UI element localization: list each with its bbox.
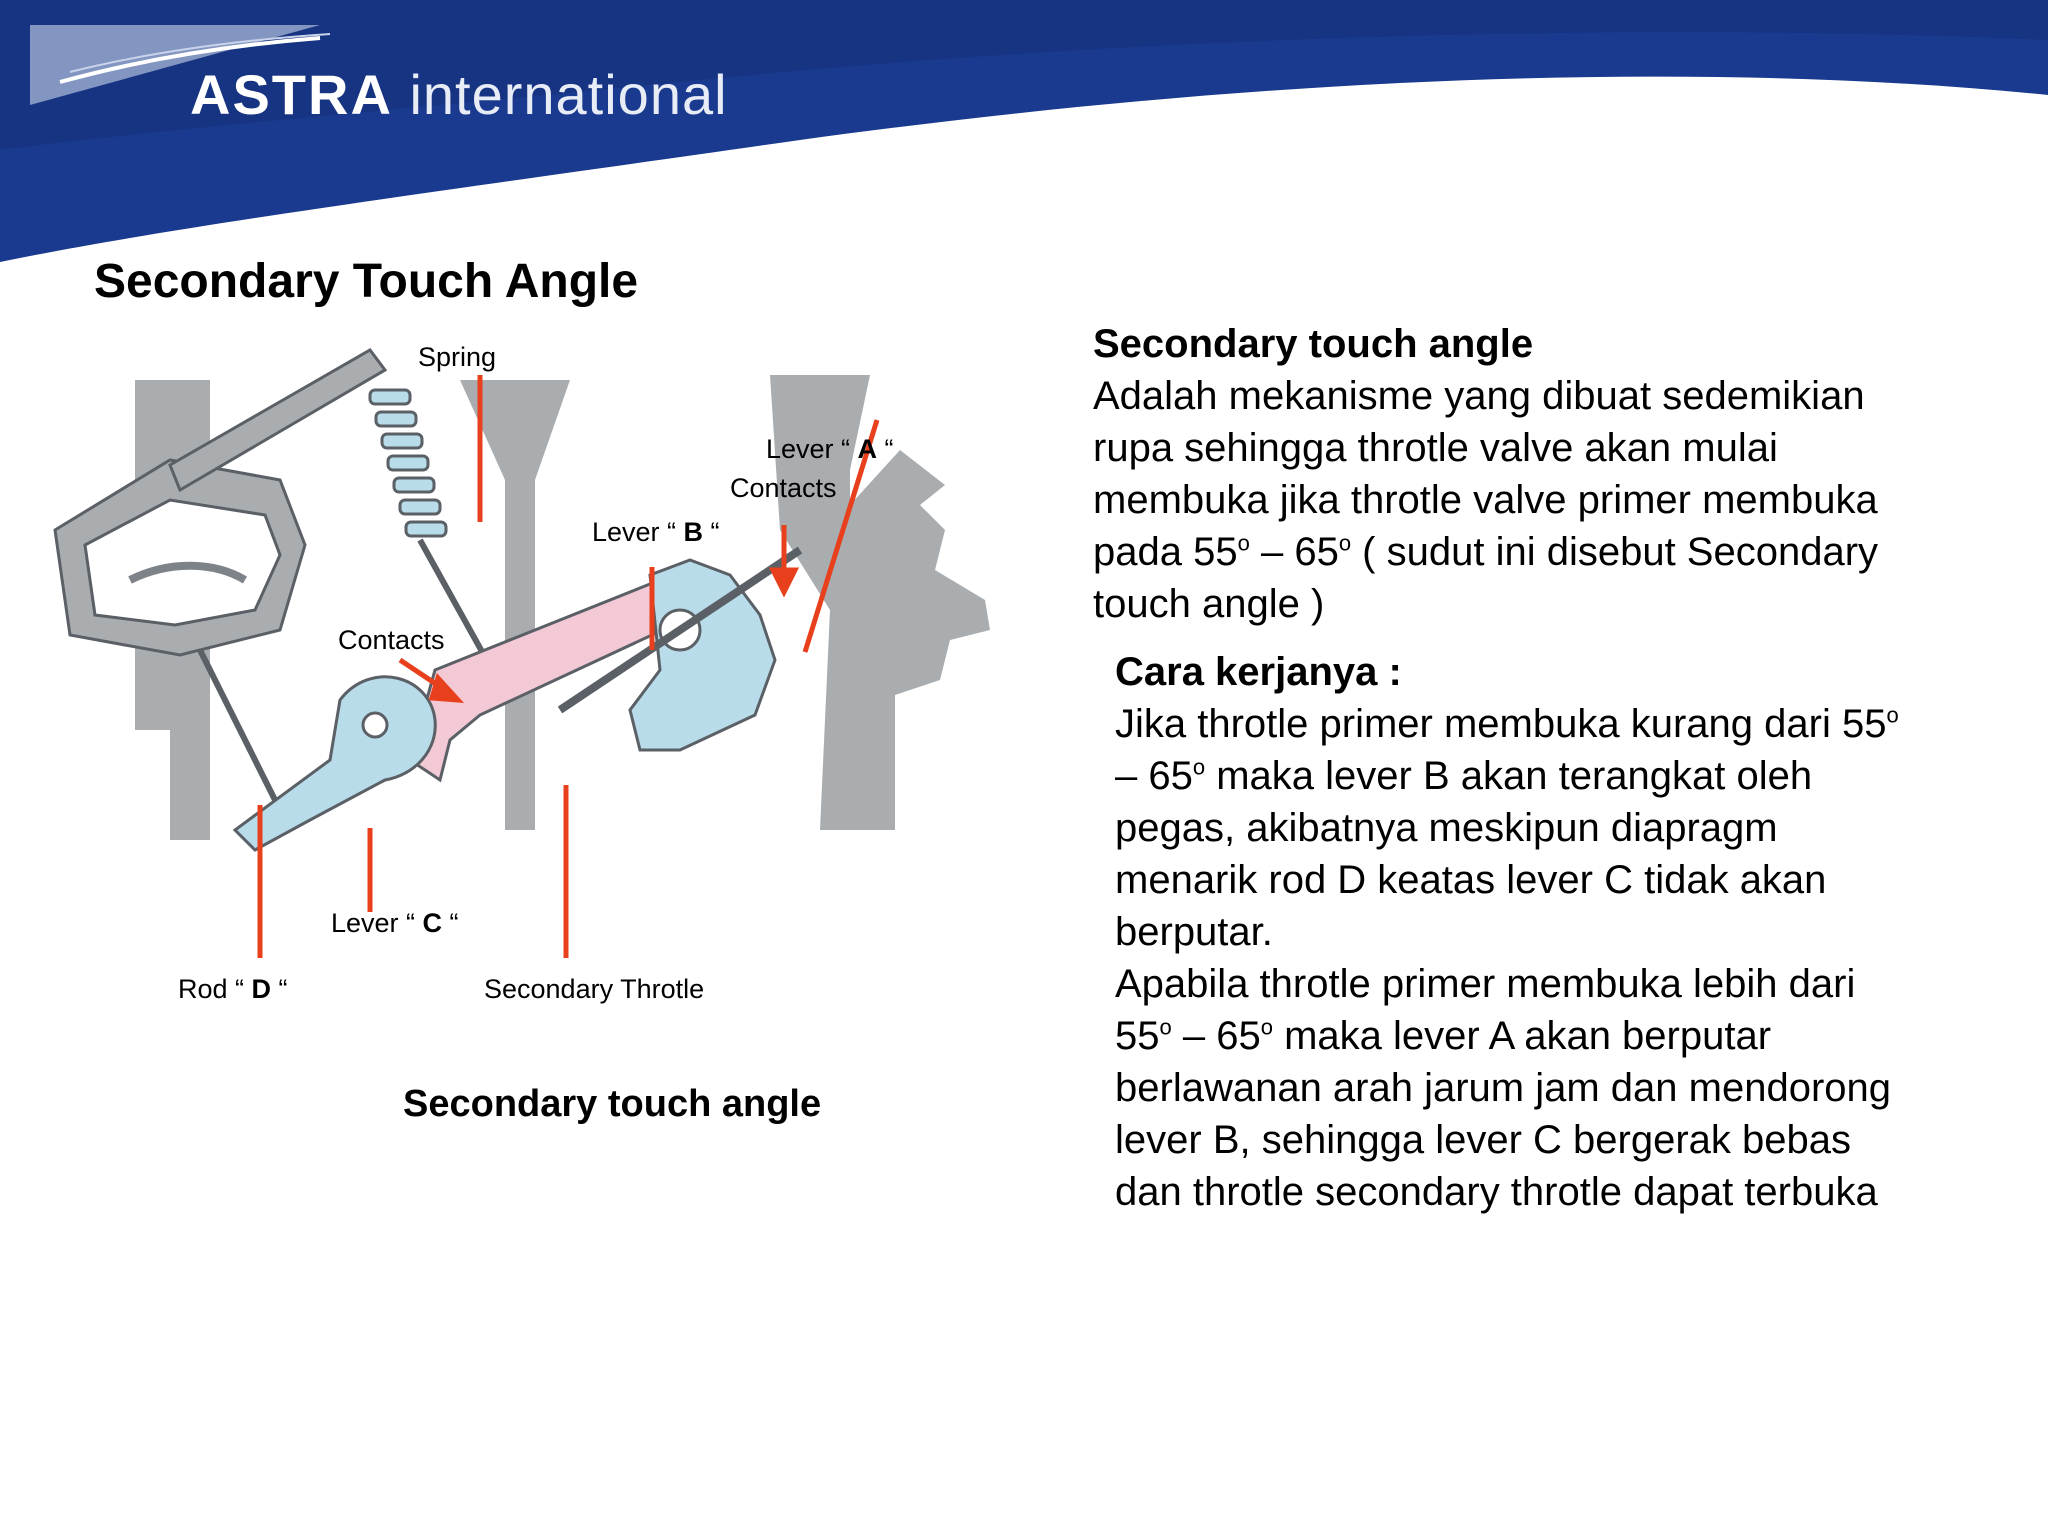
degree-mark: o <box>1159 1014 1172 1040</box>
brand-name: ASTRA <box>190 63 393 126</box>
how-line: pegas, akibatnya meskipun diapragm <box>1115 806 1778 850</box>
brand-suffix: international <box>409 63 728 126</box>
text-run: – 65 <box>1249 530 1339 574</box>
definition-line: Adalah mekanisme yang dibuat sedemikian <box>1093 374 1865 418</box>
label-rod-d-key: D <box>251 974 272 1004</box>
label-lever-a-key: A <box>857 434 878 464</box>
text-run: maka lever A akan berputar <box>1272 1014 1772 1058</box>
definition-line: membuka jika throtle valve primer membuk… <box>1093 478 1878 522</box>
label-rod-d: Rod “ D “ <box>178 974 288 1005</box>
how-line: berlawanan arah jarum jam dan mendorong <box>1115 1066 1892 1110</box>
pointer-lines <box>257 375 880 958</box>
arrow-contacts-mid <box>428 673 465 703</box>
link-rod <box>168 348 388 493</box>
label-contacts-top: Contacts <box>730 473 837 503</box>
header-band <box>0 0 2048 262</box>
degree-mark: o <box>1338 530 1352 556</box>
text-run: pada 55 <box>1093 530 1238 574</box>
label-lever-a-suffix: “ <box>877 434 894 464</box>
label-rod-d-prefix: Rod “ <box>178 974 252 1004</box>
how-line: Apabila throtle primer membuka lebih dar… <box>1115 962 1856 1006</box>
definition-line: pada 55o – 65o ( sudut ini disebut Secon… <box>1093 526 1993 578</box>
how-line: lever B, sehingga lever C bergerak bebas <box>1115 1118 1851 1162</box>
arrow-contacts-top <box>768 567 800 598</box>
center-body-column <box>460 380 570 830</box>
text-run: maka lever B akan terangkat oleh <box>1205 754 1813 798</box>
text-run: Jika throtle primer membuka kurang dari … <box>1115 702 1887 746</box>
text-run: – 65 <box>1171 1014 1261 1058</box>
astra-logo-mark <box>30 25 331 105</box>
degree-mark: o <box>1192 754 1206 780</box>
how-it-works-heading: Cara kerjanya : <box>1115 650 1402 694</box>
definition-heading: Secondary touch angle <box>1093 322 1534 366</box>
label-rod-d-suffix: “ <box>271 974 288 1004</box>
definition-line: rupa sehingga throtle valve akan mulai <box>1093 426 1778 470</box>
right-body-column <box>770 375 990 830</box>
label-spring: Spring <box>418 342 497 372</box>
label-lever-c-key: C <box>422 908 443 938</box>
carburetor-diagram <box>53 348 990 958</box>
how-line: dan throtle secondary throtle dapat terb… <box>1115 1170 1878 1214</box>
degree-mark: o <box>1260 1014 1273 1040</box>
lever-a-shape <box>628 558 777 752</box>
lever-c-shape <box>232 675 437 852</box>
label-lever-b: Lever “ B “ <box>592 517 720 548</box>
degree-mark: o <box>1237 530 1250 556</box>
diagram-caption: Secondary touch angle <box>403 1083 822 1125</box>
pointer-lever-a <box>802 419 880 653</box>
how-line: – 65o maka lever B akan terangkat oleh <box>1115 750 2015 802</box>
label-lever-b-suffix: “ <box>703 517 720 547</box>
label-lever-a-prefix: Lever “ <box>766 434 858 464</box>
how-line: berputar. <box>1115 910 1273 954</box>
page-title: Secondary Touch Angle <box>94 255 639 308</box>
label-lever-c-prefix: Lever “ <box>331 908 423 938</box>
text-run: 55 <box>1115 1014 1160 1058</box>
how-line: menarik rod D keatas lever C tidak akan <box>1115 858 1827 902</box>
label-lever-b-key: B <box>683 517 704 547</box>
how-line: 55o – 65o maka lever A akan berputar <box>1115 1010 2015 1062</box>
label-lever-a: Lever “ A “ <box>766 434 894 465</box>
spring-shape <box>368 388 448 538</box>
label-lever-c-suffix: “ <box>442 908 459 938</box>
how-line: Jika throtle primer membuka kurang dari … <box>1115 698 2015 750</box>
degree-mark: o <box>1886 702 1899 728</box>
text-run: – 65 <box>1115 754 1193 798</box>
astra-logo-text: ASTRA international <box>190 62 728 127</box>
label-lever-c: Lever “ C “ <box>331 908 459 939</box>
label-contacts-mid: Contacts <box>338 625 445 655</box>
definition-block: Secondary touch angle Adalah mekanisme y… <box>1093 318 1993 630</box>
text-run: ( sudut ini disebut Secondary <box>1351 530 1879 574</box>
definition-line: touch angle ) <box>1093 582 1325 626</box>
how-it-works-block: Cara kerjanya : Jika throtle primer memb… <box>1115 646 2015 1218</box>
label-lever-b-prefix: Lever “ <box>592 517 684 547</box>
label-secondary-throttle: Secondary Throtle <box>484 974 705 1004</box>
